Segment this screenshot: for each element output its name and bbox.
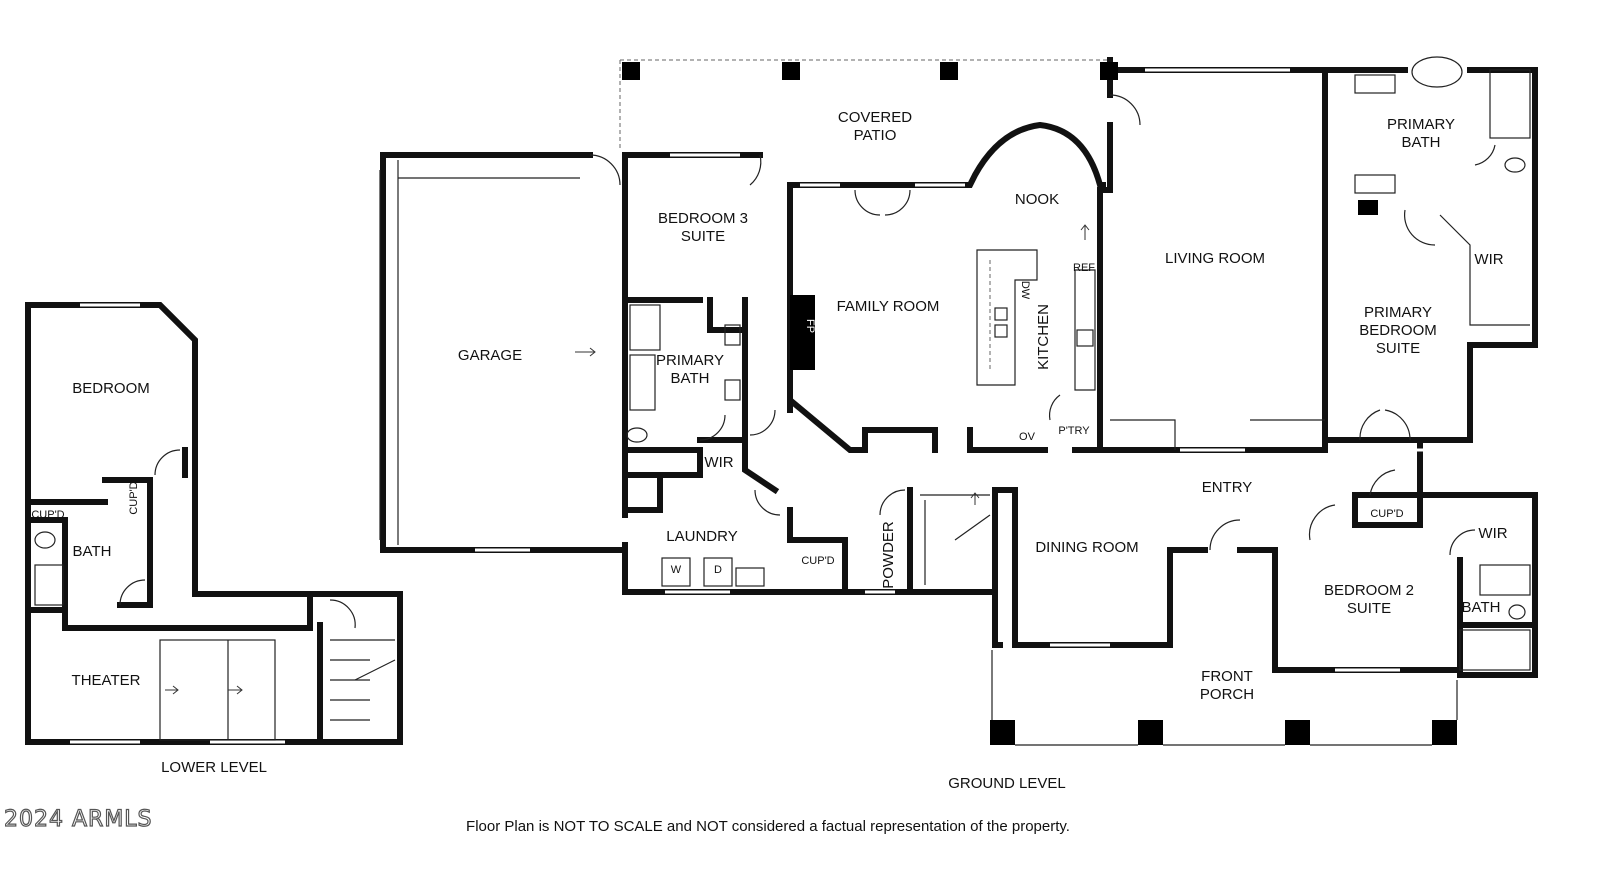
ground-level-caption: GROUND LEVEL: [948, 775, 1066, 792]
bedroom3-label-1: BEDROOM 3: [658, 210, 748, 227]
entry-cupboard-label: CUP'D: [1370, 508, 1403, 520]
bedroom3-label-2: SUITE: [681, 228, 725, 245]
bedroom-lower-label: BEDROOM: [72, 380, 150, 397]
primary-bath-right-label-1: PRIMARY: [1387, 116, 1455, 133]
primary-suite-label-1: PRIMARY: [1364, 304, 1432, 321]
disclaimer-text: Floor Plan is NOT TO SCALE and NOT consi…: [466, 818, 1070, 835]
ground-level-walls: [379, 56, 1538, 746]
living-room-label: LIVING ROOM: [1165, 250, 1265, 267]
lower-level-caption: LOWER LEVEL: [161, 759, 267, 776]
bedroom2-label-2: SUITE: [1347, 600, 1391, 617]
wir-right-label: WIR: [1474, 251, 1503, 268]
refrigerator-label: REF: [1073, 262, 1095, 274]
front-porch-label-2: PORCH: [1200, 686, 1254, 703]
bath-lower-label: BATH: [73, 543, 112, 560]
garage-label: GARAGE: [458, 347, 522, 364]
laundry-label: LAUNDRY: [666, 528, 737, 545]
lower-level-walls: [25, 302, 403, 745]
dishwasher-label: DW: [1019, 281, 1031, 300]
pantry-label: P'TRY: [1058, 425, 1090, 437]
powder-label: POWDER: [880, 521, 897, 589]
dryer-label: D: [714, 564, 722, 576]
oven-label: OV: [1019, 431, 1036, 443]
wir-bed2-label: WIR: [1478, 525, 1507, 542]
front-porch-label-1: FRONT: [1201, 668, 1253, 685]
washer-label: W: [671, 564, 682, 576]
armls-watermark: 2024 ARMLS: [4, 807, 153, 832]
primary-suite-label-3: SUITE: [1376, 340, 1420, 357]
entry-label: ENTRY: [1202, 479, 1253, 496]
laundry-cupboard-label: CUP'D: [801, 555, 834, 567]
dining-room-label: DINING ROOM: [1035, 539, 1138, 556]
lower-cupboard-2-label: CUP'D: [128, 481, 140, 514]
bedroom2-label-1: BEDROOM 2: [1324, 582, 1414, 599]
theater-label: THEATER: [72, 672, 141, 689]
fireplace-label: FP: [804, 319, 816, 333]
nook-label: NOOK: [1015, 191, 1059, 208]
bath-bed2-label: BATH: [1462, 599, 1501, 616]
primary-bath-left-label-2: BATH: [671, 370, 710, 387]
kitchen-label: KITCHEN: [1035, 304, 1052, 370]
primary-suite-label-2: BEDROOM: [1359, 322, 1437, 339]
primary-bath-right-label-2: BATH: [1402, 134, 1441, 151]
covered-patio-label-2: PATIO: [854, 127, 897, 144]
wir-left-label: WIR: [704, 454, 733, 471]
family-room-label: FAMILY ROOM: [837, 298, 940, 315]
covered-patio-label-1: COVERED: [838, 109, 912, 126]
lower-cupboard-1-label: CUP'D: [31, 509, 64, 521]
primary-bath-left-label-1: PRIMARY: [656, 352, 724, 369]
